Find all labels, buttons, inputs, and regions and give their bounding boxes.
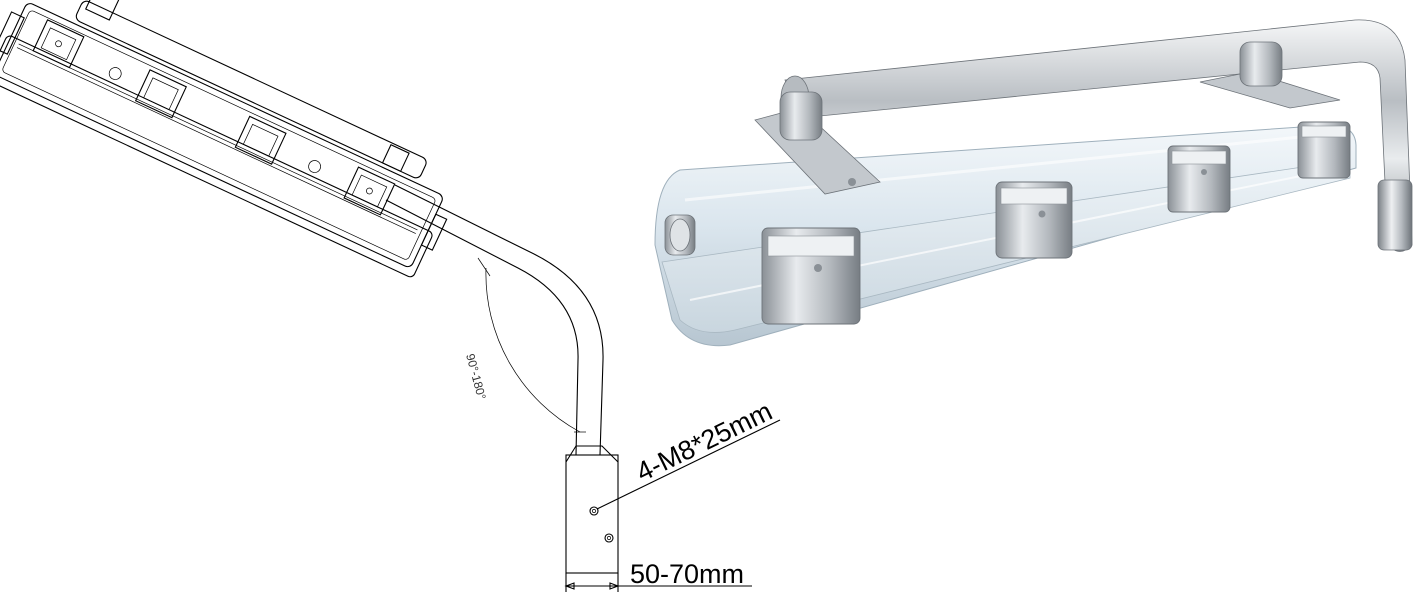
angle-label: 90°-180° xyxy=(463,352,489,401)
angle-arc xyxy=(485,267,581,433)
housing-clip xyxy=(1297,121,1351,179)
bracket-arm-drawing xyxy=(394,184,604,456)
product-render xyxy=(654,19,1413,347)
housing-clip xyxy=(761,227,861,325)
bolt-leader xyxy=(596,419,781,510)
pole-socket-drawing xyxy=(565,454,619,574)
pipe-clamp-left xyxy=(754,91,881,195)
luminaire-housing-drawing xyxy=(0,0,448,278)
bolt-hole xyxy=(589,506,599,516)
bolt-label: 4-M8*25mm xyxy=(631,396,776,487)
pipe-clamp-right xyxy=(1199,41,1341,109)
technical-drawing: 90°-180° 4-M8*25mm 50-70mm xyxy=(0,0,781,592)
housing-clip xyxy=(995,181,1073,259)
housing-clip xyxy=(1167,145,1231,213)
pole-diameter-label: 50-70mm xyxy=(630,559,744,589)
cable-gland xyxy=(664,214,696,256)
